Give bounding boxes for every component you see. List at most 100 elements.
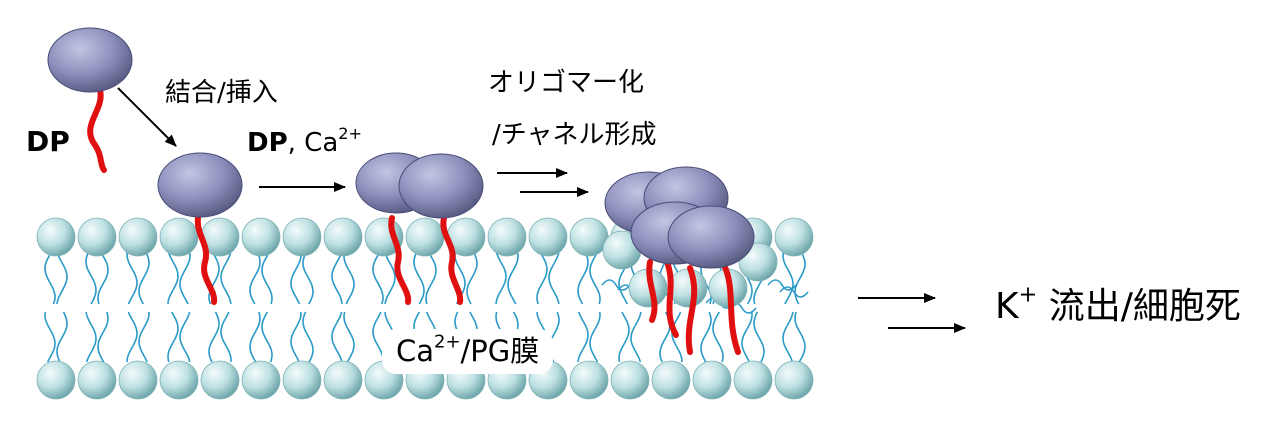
- lipid-head: [528, 217, 568, 257]
- lipid-tail: [630, 311, 642, 363]
- lipid-tail: [56, 311, 68, 363]
- lipid-tail: [97, 311, 109, 363]
- lipid-tail: [167, 311, 179, 363]
- protein-monomer: [398, 153, 484, 219]
- lipid-head: [118, 217, 158, 257]
- membrane-label: Ca2+/PG膜: [382, 329, 554, 374]
- lipid-tail: [782, 251, 794, 305]
- lipid-tail: [495, 251, 507, 305]
- lipid-head: [282, 360, 322, 400]
- dp-calcium-label-ca: , Ca: [287, 128, 339, 158]
- lipid-head: [36, 360, 76, 400]
- lipid-heads-bottom-row: [36, 360, 814, 400]
- lipid-tail: [700, 311, 712, 363]
- lipid-tail: [302, 251, 314, 305]
- lipid-anchor: [685, 265, 698, 355]
- lipid-anchor: [440, 215, 464, 305]
- lipid-anchor: [388, 215, 412, 305]
- lipid-tail: [126, 251, 138, 305]
- lipid-tail: [302, 311, 314, 363]
- lipid-head: [323, 217, 363, 257]
- lipid-tail: [372, 311, 384, 363]
- process-arrow: [117, 87, 177, 147]
- lipid-tail: [290, 311, 302, 363]
- lipid-head: [774, 217, 814, 257]
- lipid-tail: [618, 311, 630, 363]
- lipid-tail: [331, 251, 343, 305]
- membrane-label-ca: Ca: [396, 334, 435, 368]
- lipid-anchors: [87, 87, 741, 355]
- lipid-tail: [425, 251, 437, 305]
- lipid-anchor: [87, 87, 107, 173]
- lipid-tail: [343, 251, 355, 305]
- lipid-head: [774, 360, 814, 400]
- dp-calcium-label: DP, Ca2+: [247, 125, 362, 158]
- lipid-tail: [507, 251, 519, 305]
- protein-monomer: [667, 205, 755, 269]
- lipid-tail: [782, 311, 794, 363]
- lipid-tail: [261, 311, 273, 363]
- lipid-tail: [712, 311, 724, 363]
- lipid-tail-disordered: [779, 286, 809, 298]
- lipid-head: [323, 360, 363, 400]
- lipid-tail: [413, 251, 425, 305]
- lipid-tail: [589, 251, 601, 305]
- lipid-head: [77, 360, 117, 400]
- lipid-tail: [208, 311, 220, 363]
- lipid-tail: [794, 311, 806, 363]
- lipid-tail: [536, 251, 548, 305]
- lipid-tail: [85, 311, 97, 363]
- lipid-tail: [179, 311, 191, 363]
- lipid-head: [487, 217, 527, 257]
- lipid-head: [241, 217, 281, 257]
- lipid-tail: [794, 251, 806, 305]
- potassium-efflux-label-k: K: [995, 286, 1019, 327]
- lipid-tail: [179, 251, 191, 305]
- lipid-tail: [343, 311, 355, 363]
- lipid-head-displaced: [668, 268, 708, 308]
- lipid-head: [159, 217, 199, 257]
- lipid-head: [241, 360, 281, 400]
- lipid-anchor: [646, 259, 658, 323]
- lipid-head: [569, 217, 609, 257]
- membrane-label-charge: 2+: [434, 331, 461, 353]
- lipid-tail: [384, 251, 396, 305]
- protein-monomer: [157, 152, 243, 218]
- lipid-tail: [589, 311, 601, 363]
- lipid-tail: [167, 251, 179, 305]
- lipid-anchor: [194, 215, 218, 305]
- protein-monomer: [47, 27, 133, 93]
- lipid-head: [569, 360, 609, 400]
- lipid-head: [77, 217, 117, 257]
- process-arrows: [117, 87, 966, 333]
- lipid-tail: [220, 311, 232, 363]
- lipid-anchor: [721, 262, 741, 355]
- lipid-tail: [331, 311, 343, 363]
- lipid-head: [405, 217, 445, 257]
- lipid-tail: [249, 311, 261, 363]
- lipid-tail: [466, 251, 478, 305]
- proteins: [47, 27, 755, 269]
- dp-label: DP: [26, 125, 70, 158]
- lipid-tail: [753, 311, 765, 363]
- lipid-head: [36, 217, 76, 257]
- lipid-tail-disordered: [601, 279, 631, 291]
- channel-formation-label: /チャネル形成: [492, 120, 657, 150]
- lipid-tail: [44, 311, 56, 363]
- potassium-efflux-label-rest: 流出/細胞死: [1037, 286, 1241, 327]
- lipid-tail: [671, 311, 683, 363]
- binding-insertion-label: 結合/挿入: [165, 78, 278, 108]
- lipid-tail: [261, 251, 273, 305]
- lipid-head: [200, 360, 240, 400]
- membrane-label-pg: /PG膜: [460, 334, 540, 368]
- lipid-tail: [138, 251, 150, 305]
- lipid-tail: [44, 251, 56, 305]
- lipid-tail: [290, 251, 302, 305]
- lipid-tail: [138, 311, 150, 363]
- lipid-tail: [85, 251, 97, 305]
- lipid-head: [118, 360, 158, 400]
- oligomerization-label: オリゴマー化: [488, 68, 645, 98]
- lipid-tail: [208, 251, 220, 305]
- lipid-tail: [97, 251, 109, 305]
